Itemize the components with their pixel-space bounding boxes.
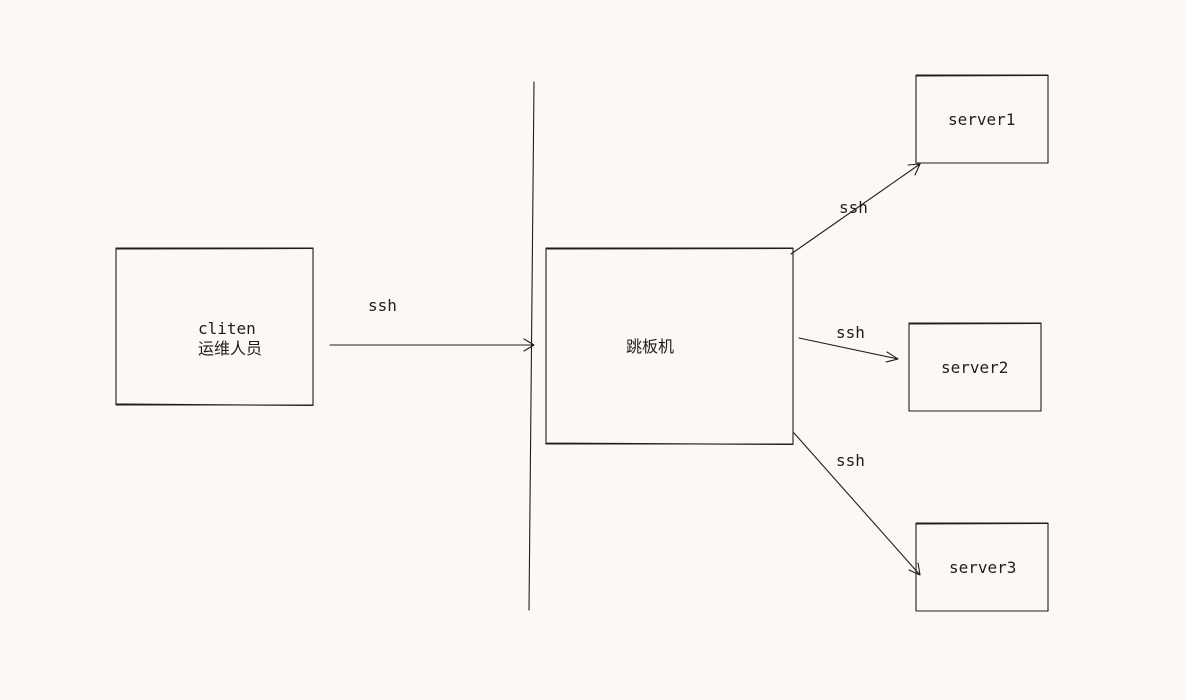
arrow-jump-to-server1 [790,163,921,255]
server2-box[interactable] [908,322,1042,412]
server1-label: server1 [948,110,1016,129]
server3-box[interactable] [915,522,1049,612]
arrow-client-to-jump [329,338,535,352]
server3-label: server3 [949,558,1017,577]
client-label-line2: 运维人员 [198,339,263,358]
edge-label-jump-server1: ssh [839,198,868,217]
client-box[interactable] [115,247,314,407]
jump-host-box[interactable] [545,247,794,446]
edge-label-jump-server2: ssh [836,323,865,342]
edge-label-client-jump: ssh [368,296,397,315]
edge-label-jump-server3: ssh [836,451,865,470]
server1-box[interactable] [915,74,1049,164]
jump-host-label: 跳板机 [626,337,675,356]
client-label-line1: cliten [198,319,256,338]
server2-label: server2 [941,358,1009,377]
arrow-jump-to-server2 [798,337,899,363]
arrow-jump-to-server3 [793,432,921,576]
